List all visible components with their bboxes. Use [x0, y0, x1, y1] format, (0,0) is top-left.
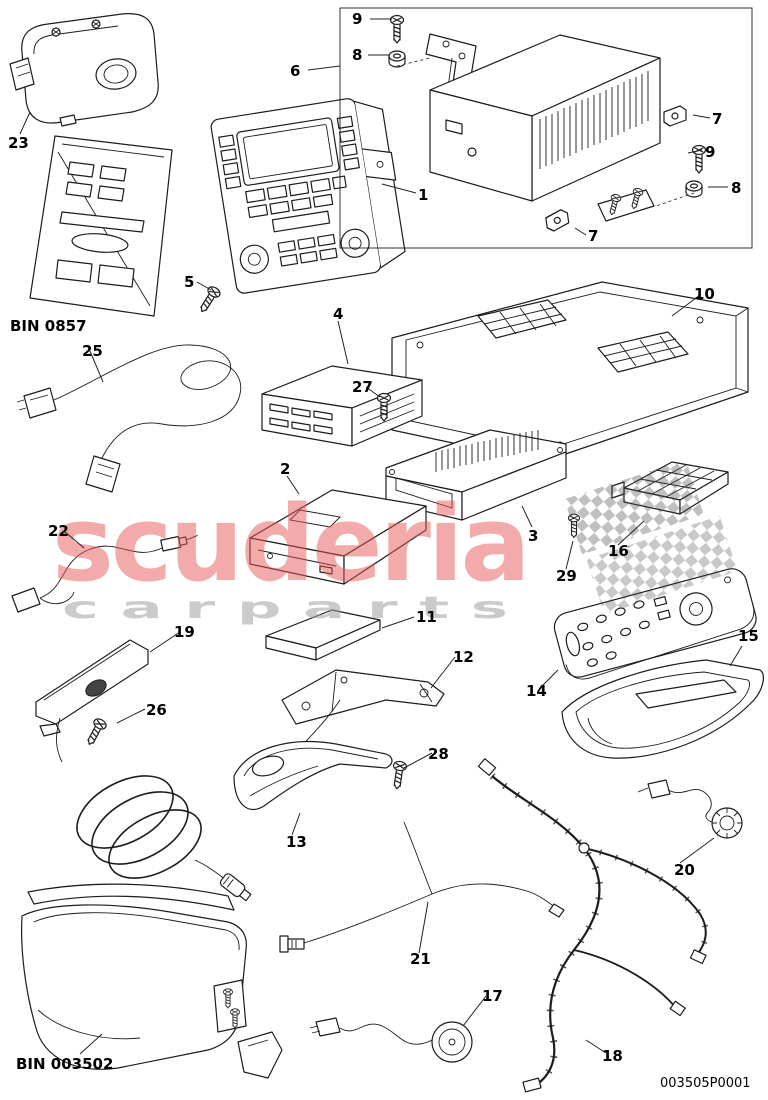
- callout-7b: 7: [588, 227, 598, 245]
- callout-3: 3: [528, 527, 538, 545]
- bin-label-bottom: BIN 003502: [16, 1055, 113, 1073]
- mounting-tray-part10: [391, 281, 749, 463]
- callout-15: 15: [738, 627, 759, 645]
- callout-16: 16: [608, 542, 629, 560]
- lower-console-trim-bin003502: [21, 883, 283, 1079]
- callout-labels: 9 8 6 7 9 8 7 23 1 5 10 4 25 27 2 3 16 2…: [8, 10, 759, 1091]
- callout-9b: 9: [705, 143, 715, 161]
- screw-part26: [82, 716, 109, 748]
- watermark-subtitle: c a r p a r t s: [62, 591, 508, 626]
- fascia-trim-bin0857: [29, 135, 173, 317]
- interface-cable-part25: [16, 344, 242, 493]
- antenna-cable-part21: [279, 821, 565, 953]
- cd-changer-kit-box-part6: [339, 7, 753, 249]
- callout-28: 28: [428, 745, 449, 763]
- remote-cradle-part15: [561, 659, 764, 759]
- checkered-flag-icon: [586, 515, 738, 615]
- mic-lead-part20: [637, 779, 743, 839]
- antenna-lead-part22: [11, 535, 198, 613]
- diagram-part-code: 003505P0001: [660, 1076, 751, 1091]
- callout-4: 4: [333, 305, 343, 323]
- watermark-brand: scuderia: [52, 483, 528, 605]
- callout-22: 22: [48, 522, 69, 540]
- remote-control-part14: [553, 568, 757, 680]
- callout-8a: 8: [352, 46, 362, 64]
- callout-14: 14: [526, 682, 547, 700]
- disc-drive-part2: [249, 489, 427, 585]
- callout-8b: 8: [731, 179, 741, 197]
- callout-27: 27: [352, 378, 373, 396]
- callout-17: 17: [482, 987, 503, 1005]
- microphone-part17: [309, 1017, 473, 1063]
- coiled-power-cable: [76, 775, 252, 902]
- callout-10: 10: [694, 285, 715, 303]
- wiring-harness-part18: [477, 758, 709, 1093]
- callout-1: 1: [418, 186, 428, 204]
- mounting-cage-part3: [385, 429, 567, 521]
- callout-13: 13: [286, 833, 307, 851]
- cd-player-part4: [261, 365, 423, 447]
- callout-26: 26: [146, 701, 167, 719]
- callout-20: 20: [674, 861, 695, 879]
- bin-label-top: BIN 0857: [10, 317, 87, 335]
- screw-part28: [389, 760, 408, 791]
- watermark: scuderia c a r p a r t s: [52, 459, 738, 626]
- callout-18: 18: [602, 1047, 623, 1065]
- callout-19: 19: [174, 623, 195, 641]
- leader-lines: [19, 18, 743, 1055]
- callout-25: 25: [82, 342, 103, 360]
- console-trim-part13: [233, 741, 393, 811]
- callout-11: 11: [416, 608, 437, 626]
- callout-9a: 9: [352, 10, 362, 28]
- checkered-flag-icon: [564, 459, 704, 555]
- head-unit-part1: [210, 98, 406, 294]
- callout-29: 29: [556, 567, 577, 585]
- callout-5: 5: [184, 273, 194, 291]
- callout-23: 23: [8, 134, 29, 152]
- callout-2: 2: [280, 460, 290, 478]
- callout-7a: 7: [712, 110, 722, 128]
- callout-21: 21: [410, 950, 431, 968]
- rubber-pad-part11: [265, 609, 381, 661]
- callout-6: 6: [290, 62, 300, 80]
- wedge-module-part19: [35, 639, 149, 763]
- control-module-part23: [9, 13, 159, 127]
- callout-12: 12: [453, 648, 474, 666]
